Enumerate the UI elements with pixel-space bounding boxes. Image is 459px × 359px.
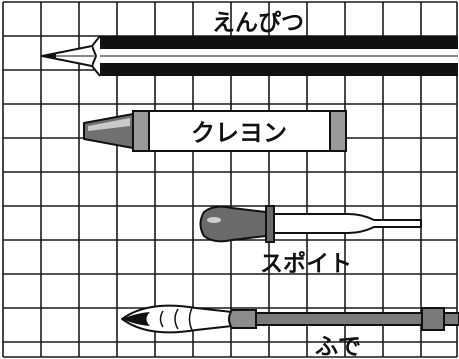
crayon [83,110,347,152]
pencil-label: えんぴつ [212,10,304,36]
crayon-label: クレヨン [191,119,287,147]
dropper [199,205,422,243]
brush-label: ふで [315,334,361,359]
pencil [41,35,458,77]
brush [121,304,459,334]
dropper-label: スポイト [260,250,352,277]
